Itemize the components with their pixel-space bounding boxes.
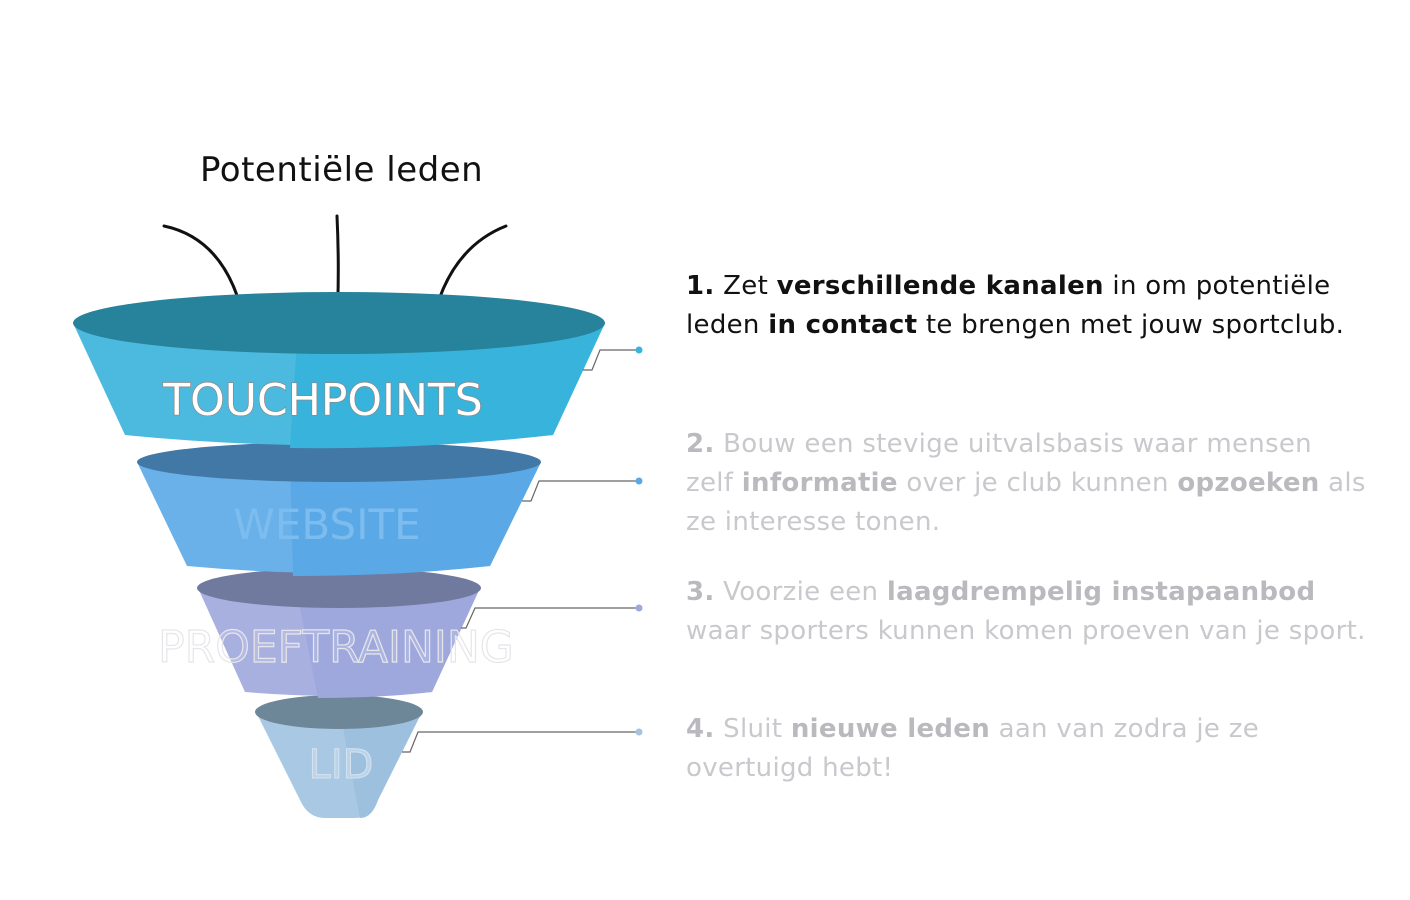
connector-dot xyxy=(635,477,643,485)
connector-dot xyxy=(635,346,643,354)
step-3-text: 3. Voorzie een laagdrempelig instapaanbo… xyxy=(686,577,1366,646)
segment-label: PROEFTRAINING xyxy=(158,622,514,673)
step-1-text: 1. Zet verschillende kanalen in om poten… xyxy=(686,271,1345,340)
connector-dot xyxy=(635,604,643,612)
funnel-segment-proeftraining xyxy=(197,568,481,698)
funnel-title: Potentiële leden xyxy=(200,150,484,190)
segment-label: TOUCHPOINTS xyxy=(162,375,482,426)
funnel-segment-website: WEBSITE xyxy=(137,442,541,576)
segment-label: WEBSITE xyxy=(233,500,420,549)
step-4-text: 4. Sluit nieuwe leden aan van zodra je z… xyxy=(686,714,1260,783)
connector-dot xyxy=(635,728,643,736)
step-2-text: 2. Bouw een stevige uitvalsbasis waar me… xyxy=(686,429,1366,537)
connector-lines xyxy=(402,349,636,753)
funnel-segment-lid: LID xyxy=(255,695,423,818)
funnel-segment-touchpoints: TOUCHPOINTS xyxy=(73,292,605,449)
segment-label: LID xyxy=(309,742,374,788)
